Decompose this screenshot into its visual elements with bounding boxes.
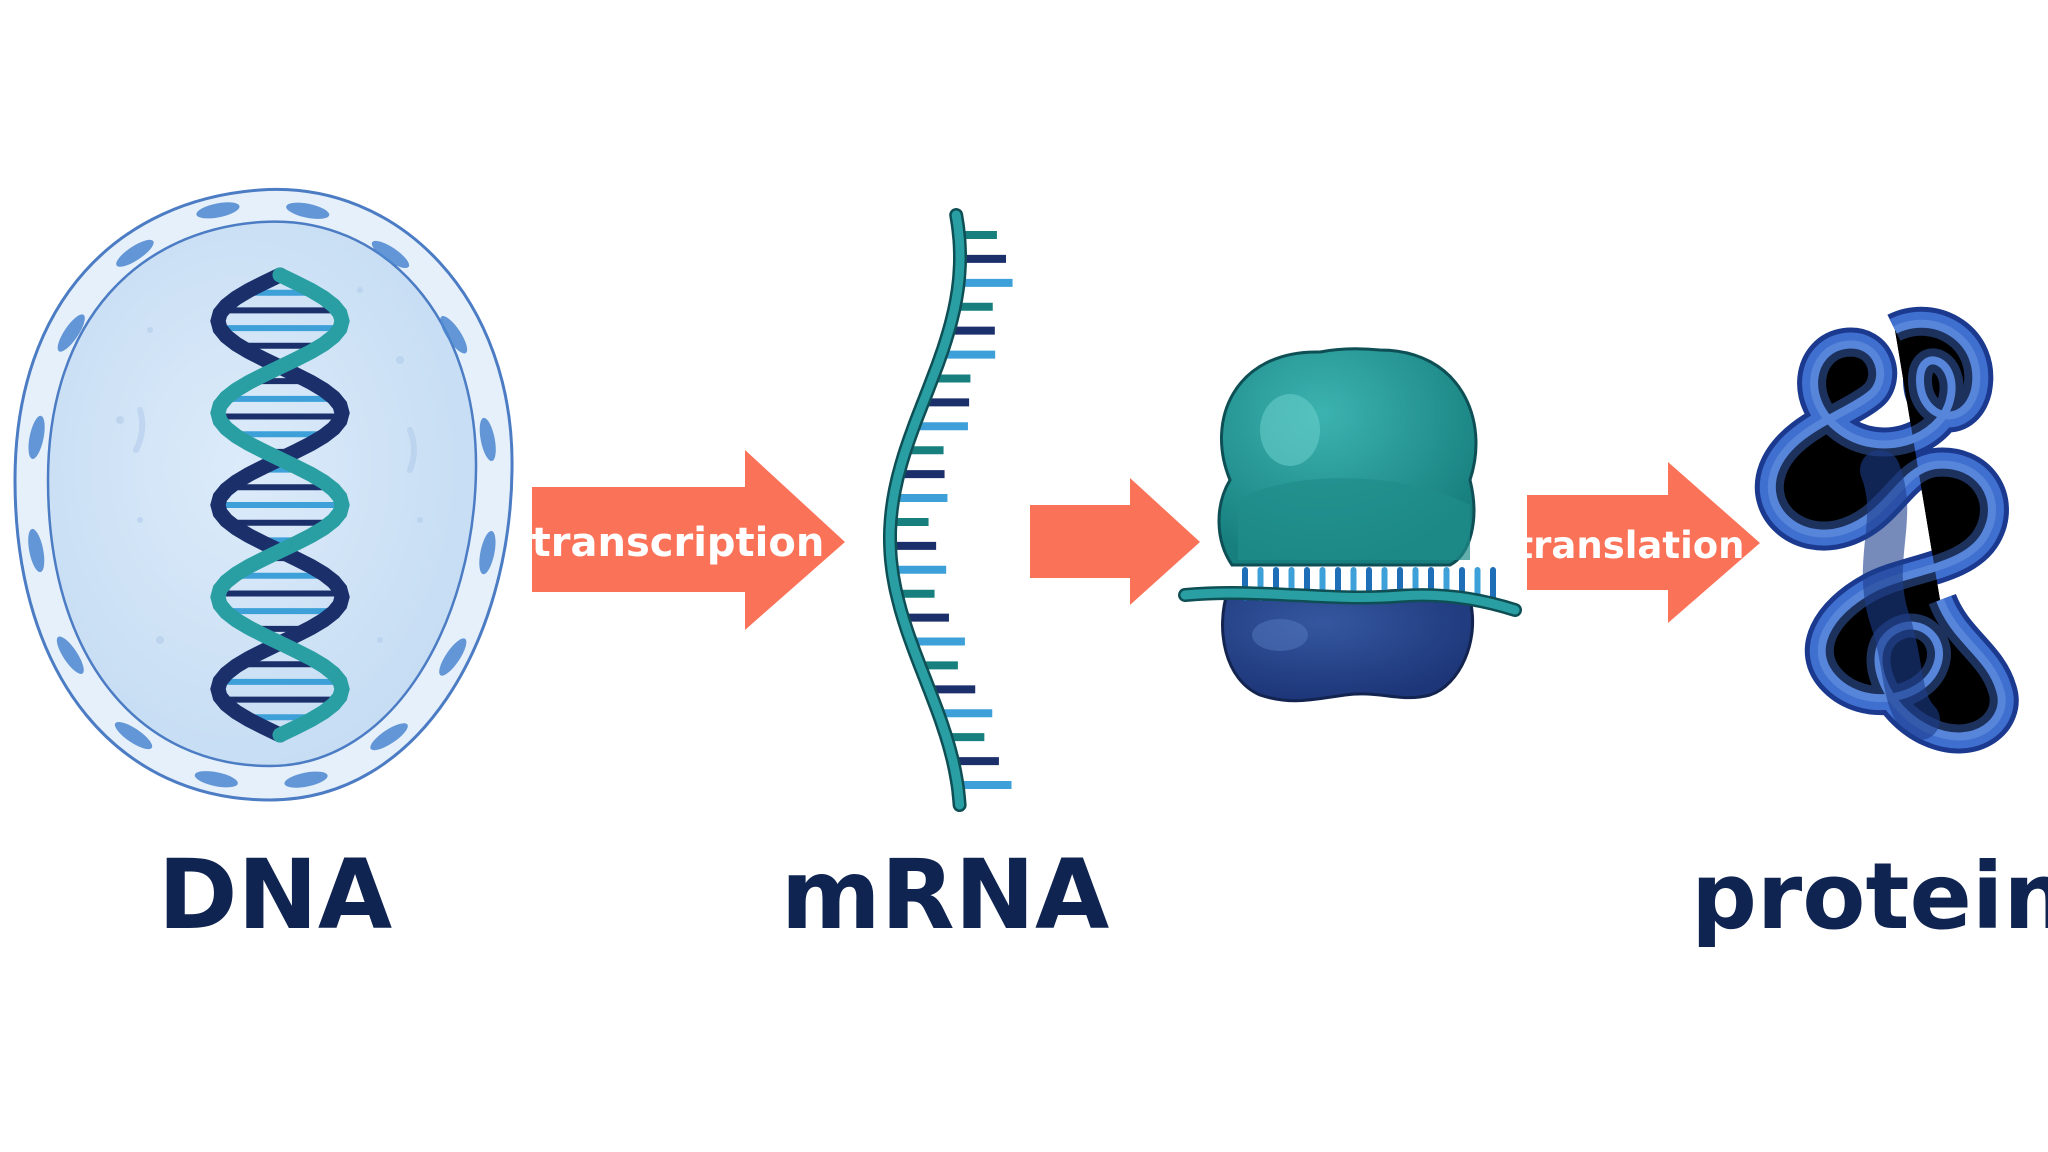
nucleoplasm-speckles (116, 287, 423, 644)
translation-arrow: translation (1515, 462, 1760, 623)
nuclear-pore (194, 771, 238, 788)
nuclear-pore (370, 723, 408, 751)
nuclear-pore (28, 528, 45, 573)
dna-strand-front (210, 267, 350, 743)
mrna-backbone (885, 210, 965, 810)
nuclear-pore (28, 415, 45, 459)
protein-fold-icon (1772, 324, 2002, 737)
translation-label: translation (1515, 524, 1744, 567)
ribosome-arrow (1030, 478, 1200, 605)
nuclear-pore (371, 240, 410, 269)
nuclear-pore (284, 771, 328, 788)
mrna-strand-icon (883, 208, 1013, 812)
nuclear-pore (56, 636, 84, 674)
nuclear-pore (286, 202, 330, 219)
nuclear-pore (439, 638, 467, 676)
nuclear-pore (479, 531, 496, 575)
transcription-label: transcription (532, 520, 825, 566)
dna-strand-back (210, 267, 350, 743)
nuclear-pore (440, 316, 468, 354)
mrna-label: mRNA (781, 839, 1110, 951)
transcription-arrow: transcription (532, 450, 845, 630)
nuclear-pore (114, 721, 153, 750)
ribosome-icon (1178, 347, 1522, 703)
dna-label: DNA (158, 839, 392, 951)
nuclear-pores (28, 202, 496, 788)
nuclear-pore (196, 202, 240, 219)
nuclear-pore (479, 417, 496, 462)
nuclear-pore (116, 239, 154, 267)
protein-label: protein (1691, 843, 2048, 950)
nuclear-pore (57, 314, 85, 352)
nucleus-icon (13, 187, 514, 802)
dna-helix-icon (210, 267, 350, 743)
